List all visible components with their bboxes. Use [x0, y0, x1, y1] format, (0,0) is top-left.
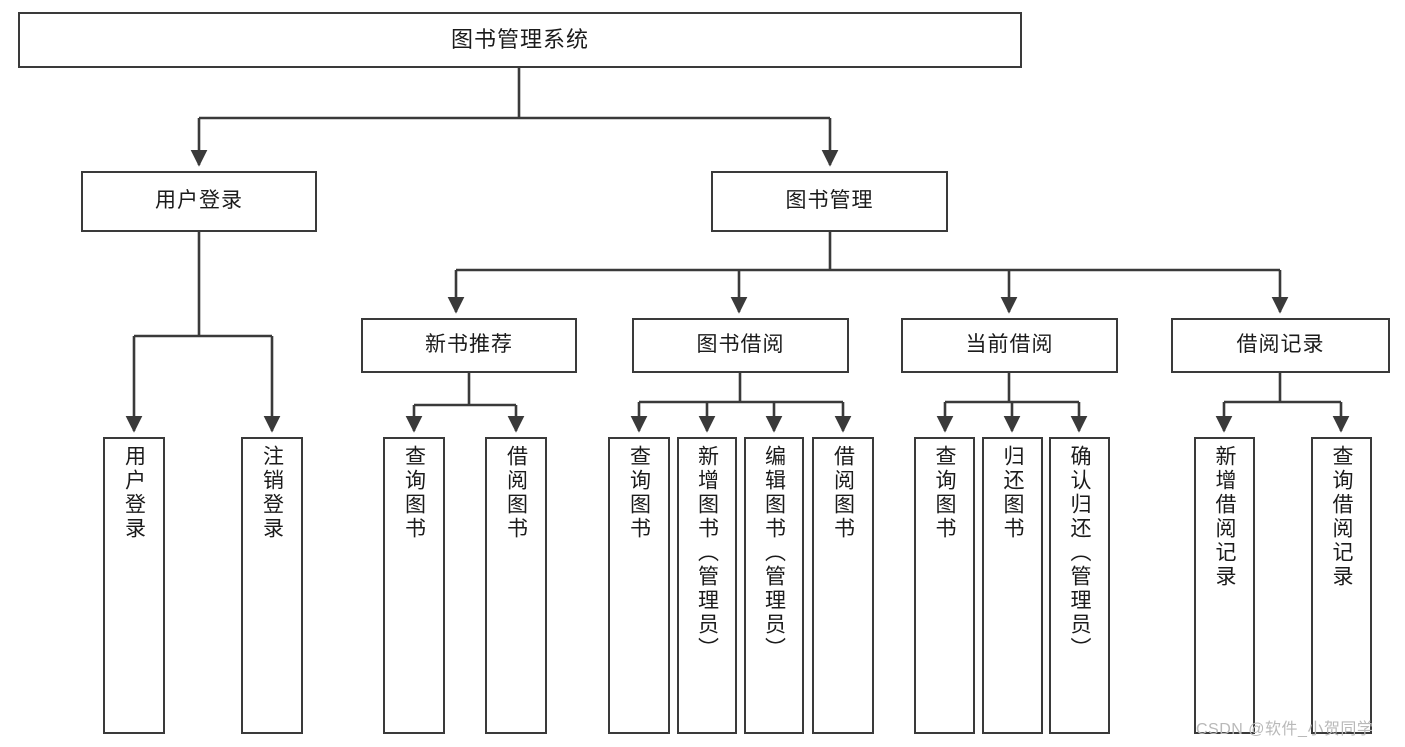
leaf-borrow-record-query-record[interactable]: 查询借阅记录 — [1311, 437, 1372, 734]
node-label: 借阅图书 — [504, 445, 528, 541]
leaf-new-book-query-book[interactable]: 查询图书 — [383, 437, 445, 734]
node-label: 新书推荐 — [425, 333, 513, 357]
node-label: 借阅图书 — [831, 445, 855, 541]
node-label: 查询图书 — [933, 445, 956, 541]
leaf-borrow-record-add-record[interactable]: 新增借阅记录 — [1194, 437, 1255, 734]
leaf-book-borrow-query-book[interactable]: 查询图书 — [608, 437, 670, 734]
node-label: 新增借阅记录 — [1213, 445, 1236, 589]
node-label: 注销登录 — [260, 445, 284, 541]
node-label: 图书管理 — [785, 189, 874, 213]
node-root-book-management-system[interactable]: 图书管理系统 — [18, 12, 1022, 68]
leaf-user-login-logout[interactable]: 注销登录 — [241, 437, 303, 734]
node-label: 归还图书 — [1001, 445, 1024, 541]
leaf-user-login-login[interactable]: 用户登录 — [103, 437, 165, 734]
node-current-borrow[interactable]: 当前借阅 — [901, 318, 1118, 373]
leaf-current-borrow-confirm-return-admin[interactable]: 确认归还（管理员） — [1049, 437, 1110, 734]
node-borrow-record[interactable]: 借阅记录 — [1171, 318, 1390, 373]
node-new-book-recommend[interactable]: 新书推荐 — [361, 318, 577, 373]
leaf-book-borrow-borrow-book[interactable]: 借阅图书 — [812, 437, 874, 734]
leaf-book-borrow-edit-book-admin[interactable]: 编辑图书（管理员） — [744, 437, 804, 734]
leaf-new-book-borrow-book[interactable]: 借阅图书 — [485, 437, 547, 734]
node-label: 查询图书 — [627, 445, 651, 541]
node-label: 查询借阅记录 — [1330, 445, 1353, 589]
leaf-current-borrow-return-book[interactable]: 归还图书 — [982, 437, 1043, 734]
node-label: 编辑图书（管理员） — [762, 445, 786, 661]
csdn-watermark: CSDN @软件_小贺同学 — [1196, 721, 1374, 738]
node-label: 借阅记录 — [1236, 333, 1325, 357]
leaf-current-borrow-query-book[interactable]: 查询图书 — [914, 437, 975, 734]
leaf-book-borrow-add-book-admin[interactable]: 新增图书（管理员） — [677, 437, 737, 734]
node-label: 用户登录 — [122, 445, 146, 541]
node-label: 确认归还（管理员） — [1068, 445, 1091, 661]
node-book-management[interactable]: 图书管理 — [711, 171, 948, 232]
node-label: 图书借阅 — [696, 333, 785, 357]
node-label: 用户登录 — [155, 189, 243, 213]
node-label: 当前借阅 — [965, 333, 1054, 357]
node-label: 查询图书 — [402, 445, 426, 541]
node-book-borrow[interactable]: 图书借阅 — [632, 318, 849, 373]
node-user-login[interactable]: 用户登录 — [81, 171, 317, 232]
node-label: 图书管理系统 — [450, 27, 589, 53]
node-label: 新增图书（管理员） — [695, 445, 719, 661]
